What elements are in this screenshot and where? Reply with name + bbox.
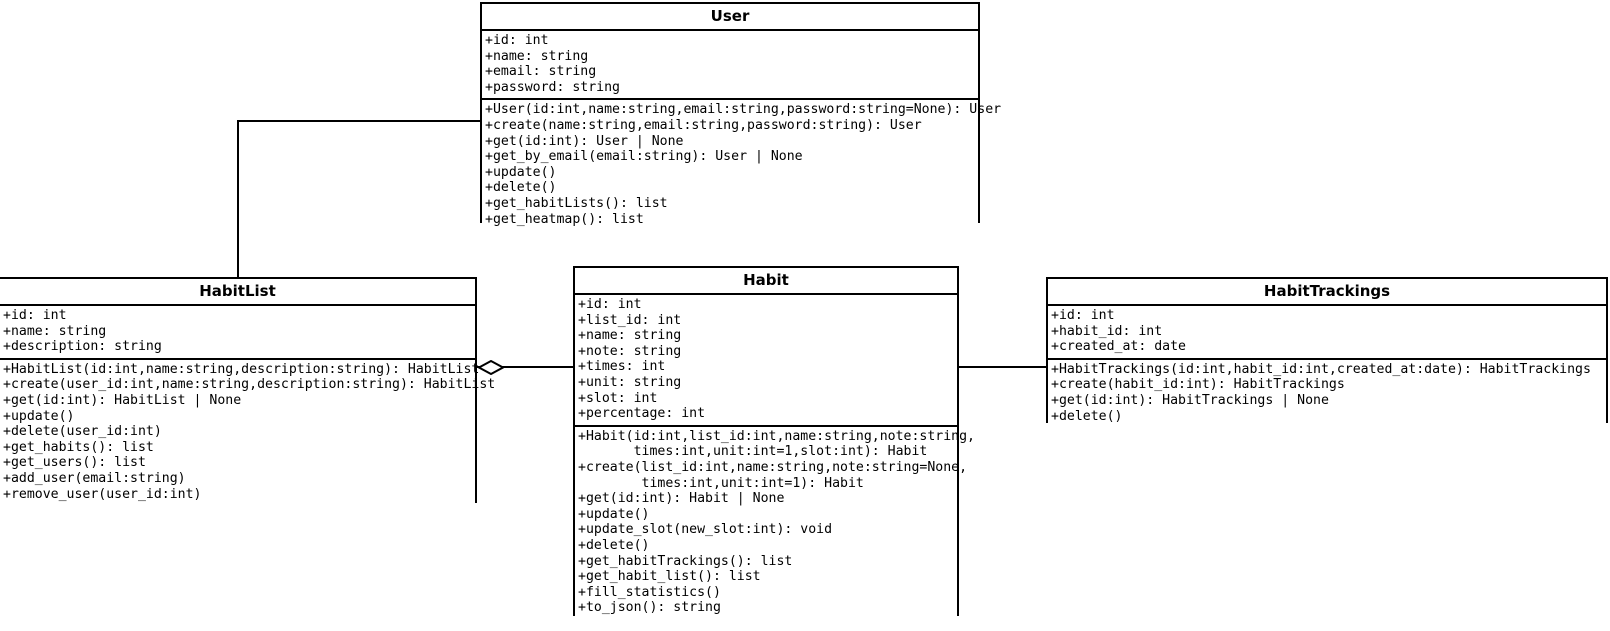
uml-attribute: +id: int — [485, 33, 549, 48]
uml-class-habit-title: Habit — [575, 268, 957, 295]
uml-method: +update() — [3, 408, 75, 424]
uml-attribute: +list_id: int — [578, 312, 682, 328]
uml-attribute: +slot: int — [578, 390, 658, 406]
uml-method: +get_habits(): list — [3, 439, 154, 455]
uml-attribute: +created_at: date — [1051, 339, 1186, 355]
uml-class-user[interactable]: User +id: int +name: string +email: stri… — [480, 2, 1001, 231]
uml-attribute: +habit_id: int — [1051, 323, 1163, 339]
uml-class-habit-methods: +Habit(id:int,list_id:int,name:string,no… — [575, 424, 975, 619]
uml-method: +Habit(id:int,list_id:int,name:string,no… — [578, 428, 975, 444]
edge-user-habitlist-vertical — [237, 120, 239, 278]
uml-method: +to_json(): string — [578, 600, 721, 616]
uml-method: +get(id:int): HabitList | None — [3, 392, 242, 408]
aggregation-diamond-icon — [478, 360, 504, 375]
uml-method: +delete() — [1051, 408, 1123, 424]
uml-class-habitlist[interactable]: HabitList +id: int +name: string +descri… — [0, 277, 496, 506]
uml-class-habittrackings-attributes: +id: int +habit_id: int +created_at: dat… — [1048, 306, 1606, 358]
uml-class-habit[interactable]: Habit +id: int +list_id: int +name: stri… — [573, 266, 975, 619]
uml-method: +HabitList(id:int,name:string,descriptio… — [3, 361, 480, 377]
uml-method: +remove_user(user_id:int) — [3, 486, 202, 502]
uml-attribute: +name: string — [485, 48, 589, 64]
edge-habit-habittrackings — [957, 366, 1048, 368]
uml-method: +delete(user_id:int) — [3, 424, 162, 440]
uml-attribute: +password: string — [485, 79, 620, 95]
uml-method: +create(user_id:int,name:string,descript… — [3, 377, 496, 393]
uml-method: +create(habit_id:int): HabitTrackings — [1051, 377, 1345, 393]
uml-method: +get(id:int): User | None — [485, 133, 684, 149]
uml-method: +get_heatmap(): list — [485, 211, 644, 227]
uml-method: +User(id:int,name:string,email:string,pa… — [485, 102, 1002, 118]
uml-method: +create(list_id:int,name:string,note:str… — [578, 459, 968, 475]
uml-class-habitlist-methods: +HabitList(id:int,name:string,descriptio… — [0, 357, 496, 506]
uml-method: +get(id:int): Habit | None — [578, 491, 785, 507]
uml-class-habittrackings-title: HabitTrackings — [1048, 279, 1606, 306]
uml-method: +get_habitLists(): list — [485, 195, 668, 211]
uml-class-user-title: User — [482, 4, 978, 31]
uml-method: +get_habitTrackings(): list — [578, 553, 793, 569]
uml-class-user-methods: +User(id:int,name:string,email:string,pa… — [482, 98, 1002, 231]
uml-class-habitlist-title: HabitList — [0, 279, 475, 306]
uml-class-habittrackings-methods: +HabitTrackings(id:int,habit_id:int,crea… — [1048, 357, 1606, 428]
uml-class-habittrackings[interactable]: HabitTrackings +id: int +habit_id: int +… — [1046, 277, 1608, 428]
uml-attribute: +name: string — [3, 323, 107, 339]
uml-attribute: +id: int — [1051, 308, 1115, 323]
uml-method: +get_users(): list — [3, 455, 146, 471]
uml-attribute: +id: int — [578, 297, 642, 312]
uml-method: +fill_statistics() — [578, 584, 721, 600]
uml-attribute: +times: int — [578, 359, 666, 375]
uml-method: +update() — [485, 164, 557, 180]
uml-attribute: +email: string — [485, 64, 597, 80]
uml-method: +create(name:string,email:string,passwor… — [485, 117, 922, 133]
edge-user-habitlist-horizontal — [237, 120, 482, 122]
uml-attribute: +unit: string — [578, 374, 682, 390]
uml-method-continuation: times:int,unit:int=1): Habit — [578, 475, 864, 491]
uml-attribute: +note: string — [578, 343, 682, 359]
uml-class-habit-attributes: +id: int +list_id: int +name: string +no… — [575, 295, 957, 425]
uml-method: +add_user(email:string) — [3, 470, 186, 486]
uml-method: +HabitTrackings(id:int,habit_id:int,crea… — [1051, 361, 1591, 377]
uml-method: +update() — [578, 506, 650, 522]
uml-attribute: +name: string — [578, 328, 682, 344]
uml-method: +delete() — [578, 537, 650, 553]
uml-method: +get_by_email(email:string): User | None — [485, 149, 803, 165]
uml-class-habitlist-attributes: +id: int +name: string +description: str… — [0, 306, 475, 358]
uml-method: +delete() — [485, 180, 557, 196]
edge-habitlist-habit — [477, 366, 575, 368]
uml-method: +update_slot(new_slot:int): void — [578, 522, 833, 538]
uml-attribute: +percentage: int — [578, 406, 706, 422]
uml-class-user-attributes: +id: int +name: string +email: string +p… — [482, 31, 978, 99]
uml-method-continuation: times:int,unit:int=1,slot:int): Habit — [578, 444, 928, 460]
uml-method: +get(id:int): HabitTrackings | None — [1051, 392, 1329, 408]
uml-attribute: +description: string — [3, 339, 162, 355]
uml-method: +get_habit_list(): list — [578, 569, 761, 585]
uml-attribute: +id: int — [3, 308, 67, 323]
